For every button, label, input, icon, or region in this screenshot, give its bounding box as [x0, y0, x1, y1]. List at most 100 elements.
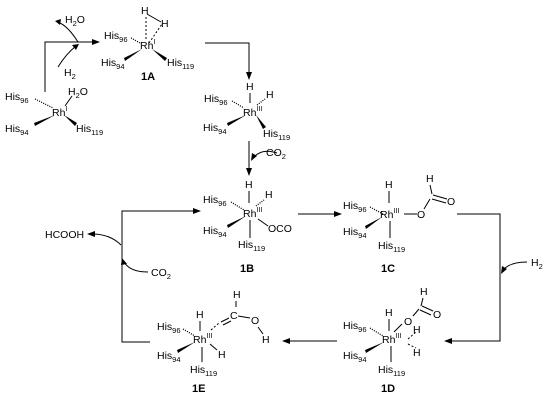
his119-label: His119: [190, 364, 217, 378]
arrowhead: [87, 231, 95, 237]
hashed-bond: [369, 327, 384, 337]
o-atom-label: O: [447, 196, 455, 208]
wedge-bond: [227, 115, 246, 126]
arrowhead: [246, 72, 252, 80]
compound-label-1d: 1D: [381, 383, 395, 395]
wedge-bond: [124, 49, 142, 61]
hashed-bond: [256, 98, 266, 106]
arrowhead: [193, 208, 201, 214]
rh-oco-bond: [257, 218, 269, 227]
his119-label: His119: [263, 128, 290, 142]
his96-label: His96: [343, 320, 367, 334]
h2-right-label: H2: [531, 257, 543, 271]
h-atom-label: H: [218, 349, 226, 361]
oco-label: OCO: [268, 223, 292, 235]
step-h2-uptake: H2O H2: [44, 14, 100, 92]
h2-sigma-bond: [407, 331, 417, 340]
h-atom-label: H: [426, 173, 434, 185]
his94-label: His94: [343, 350, 367, 364]
rh-label: RhIII: [380, 208, 399, 221]
hashed-bond: [231, 100, 245, 109]
h2-uptake-curve: [57, 45, 77, 68]
his94-label: His94: [101, 57, 125, 71]
c-o-double-bond: [432, 194, 448, 200]
rh-label: RhI: [52, 106, 67, 119]
c-o-double-bond: [421, 305, 434, 312]
rh-label: RhIII: [243, 207, 262, 220]
his119-label: His119: [76, 123, 103, 137]
co2-out-label: CO2: [151, 267, 171, 281]
h-atom-label: H: [413, 324, 421, 336]
his119-label: His119: [378, 240, 405, 254]
hashed-bond: [34, 98, 54, 109]
rh-h-bond: [209, 343, 218, 351]
his94-label: His94: [157, 350, 181, 364]
h2-sigma-bond: [407, 343, 417, 349]
wedge-bond: [227, 216, 246, 228]
o-h-bond: [257, 326, 264, 335]
co2-in-label: CO2: [266, 147, 286, 161]
his96-label: His96: [157, 321, 181, 335]
h-atom-label: H: [246, 81, 254, 93]
step-co2-insertion: CO2: [246, 141, 286, 176]
agostic-bond: [210, 322, 220, 331]
rh3-dihydride-complex: H H His96 RhIII His94 His119: [203, 81, 290, 142]
h-atom-label: H: [385, 307, 393, 319]
water-top-label: H2O: [65, 14, 85, 28]
rh-label: RhIII: [382, 333, 401, 346]
wedge-bond: [64, 115, 77, 126]
arrowhead: [92, 39, 100, 45]
complex-1c: H His96 RhIII O H O His94 His119 1C: [343, 173, 455, 275]
c-o-double-bond: [222, 320, 232, 326]
h-atom-label: H: [196, 309, 204, 321]
o-atom-label: O: [404, 316, 412, 328]
arrowhead: [246, 168, 252, 176]
his96-label: His96: [203, 194, 227, 208]
hashed-bond: [230, 201, 245, 211]
his119-label: His119: [378, 364, 405, 378]
reaction-arrow: [451, 213, 501, 342]
compound-label-1a: 1A: [141, 71, 155, 83]
wedge-bond: [177, 342, 195, 353]
h-h-bond: [146, 13, 162, 23]
arrowhead: [251, 153, 257, 161]
h-atom-label: H: [161, 18, 169, 30]
step-product-release: HCOOH CO2: [45, 208, 201, 343]
complex-1a: H H His96 RhI His94 His119 1A: [101, 5, 194, 83]
compound-label-1e: 1E: [192, 383, 205, 395]
wedge-bond: [152, 49, 167, 61]
arrowhead: [282, 338, 290, 344]
o-atom-label: O: [417, 209, 425, 221]
h-atom-label: H: [245, 179, 253, 191]
h-atom-label: H: [420, 286, 428, 298]
h-atom-label: H: [262, 334, 270, 346]
hcooh-release-curve: [91, 233, 122, 246]
his94-label: His94: [5, 123, 29, 137]
arrowhead: [501, 266, 507, 274]
c-h-bond: [429, 184, 433, 195]
c-h-bond: [420, 297, 424, 307]
hcooh-label: HCOOH: [45, 229, 84, 241]
o-c-bond: [423, 198, 431, 210]
wedge-bond: [34, 115, 55, 126]
reaction-arrow: [121, 210, 194, 343]
c-o-double-bond: [220, 317, 230, 323]
h2-in-first-label: H2: [64, 67, 76, 81]
hashed-bond: [369, 206, 384, 215]
arrowhead: [72, 44, 79, 50]
c-o-double-bond: [431, 198, 447, 204]
his96-label: His96: [5, 91, 29, 105]
wedge-bond: [365, 342, 384, 353]
his119-label: His119: [167, 57, 194, 71]
compound-label-1b: 1B: [240, 263, 254, 275]
h-atom-label: H: [266, 89, 274, 101]
wedge-bond: [256, 115, 266, 129]
his94-label: His94: [203, 225, 227, 239]
rh-label: RhIII: [193, 333, 212, 346]
his96-label: His96: [204, 93, 228, 107]
wedge-bond: [365, 217, 382, 229]
o-atom-label: O: [433, 309, 441, 321]
his119-label: His119: [238, 239, 265, 253]
h-atom-label: H: [265, 189, 273, 201]
